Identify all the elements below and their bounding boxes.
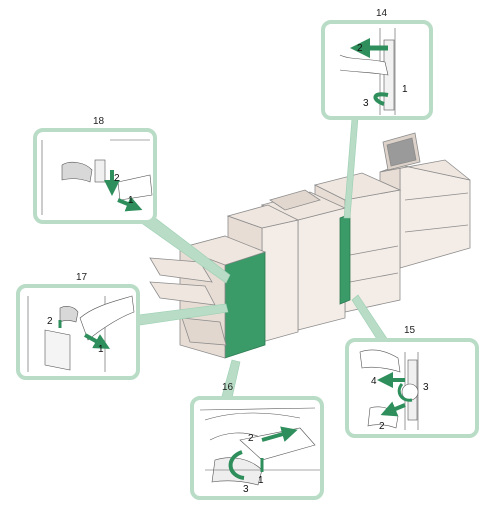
highlighted-finisher-panel	[224, 251, 266, 359]
callout-16: 16 2 1 3	[190, 382, 324, 500]
callout-15: 15 4 3 2	[345, 325, 479, 438]
callout-17: 17 2 1	[16, 272, 140, 380]
callout-14: 14 2 1 3	[321, 8, 433, 120]
callout-15-step-4: 4	[371, 376, 377, 387]
callout-15-label: 15	[404, 325, 416, 336]
callout-17-label: 17	[76, 272, 88, 283]
callout-17-step-2: 2	[47, 316, 53, 327]
operation-panel	[382, 132, 421, 171]
highlighted-main-panel	[339, 213, 351, 305]
callout-15-step-3: 3	[423, 382, 429, 393]
callout-17-step-1: 1	[98, 344, 104, 355]
callout-14-step-2: 2	[357, 43, 363, 54]
callout-leaders	[137, 117, 389, 399]
callout-16-step-1: 1	[258, 475, 264, 486]
printer-machine	[149, 132, 471, 359]
callout-16-step-2: 2	[248, 433, 254, 444]
callout-14-step-1: 1	[402, 84, 408, 95]
callout-18-label: 18	[93, 116, 105, 127]
callout-16-label: 16	[222, 382, 234, 393]
callout-18-step-1: 1	[128, 195, 134, 206]
callout-18: 18 2 1	[33, 116, 157, 224]
callout-14-step-3: 3	[363, 98, 369, 109]
callout-18-step-2: 2	[114, 173, 120, 184]
callout-16-step-3: 3	[243, 484, 249, 495]
callout-14-label: 14	[376, 8, 388, 19]
callout-15-step-2: 2	[379, 421, 385, 432]
